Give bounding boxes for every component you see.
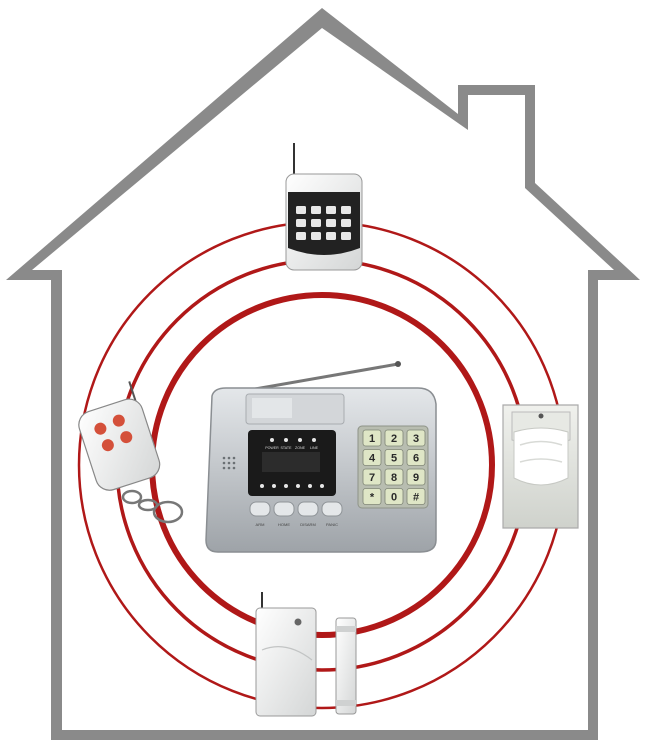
panel-key-label: 9 bbox=[413, 472, 419, 484]
panel-key-label: 4 bbox=[369, 453, 376, 465]
keypad-device-key bbox=[341, 232, 351, 240]
panel-key[interactable]: 4 bbox=[362, 449, 382, 466]
remote-button-4 bbox=[120, 431, 133, 444]
panel-key-label: # bbox=[413, 492, 419, 504]
panel-key-label: 0 bbox=[391, 492, 397, 504]
panel-key-label: 2 bbox=[391, 433, 397, 445]
panel-indicator-led bbox=[312, 438, 316, 442]
pir-lens bbox=[513, 427, 569, 486]
remote-button-2 bbox=[112, 414, 125, 427]
panel-indicator-label: LINE bbox=[310, 446, 319, 450]
panel-function-button-label: HOME bbox=[278, 522, 290, 527]
keypad-device-key bbox=[311, 232, 321, 240]
remote-antenna bbox=[128, 381, 137, 403]
door-sensor-magnet bbox=[335, 617, 357, 715]
panel-function-button-label: PANIC bbox=[326, 522, 338, 527]
panel-indicator-led bbox=[298, 438, 302, 442]
keypad-device-key bbox=[326, 206, 336, 214]
panel-key[interactable]: 3 bbox=[406, 429, 426, 447]
panel-key[interactable]: 9 bbox=[406, 468, 426, 486]
panel-key[interactable]: 6 bbox=[406, 449, 426, 466]
panel-status-led bbox=[308, 484, 312, 488]
house-outline-icon bbox=[6, 8, 640, 740]
keypad-key-grid bbox=[296, 206, 351, 240]
keypad-device-key bbox=[341, 219, 351, 227]
panel-key[interactable]: 2 bbox=[384, 429, 404, 447]
panel-key-label: 7 bbox=[369, 472, 375, 484]
panel-indicator-label: POWER bbox=[265, 446, 279, 450]
keypad-device-key bbox=[296, 232, 306, 240]
keypad-device-key bbox=[326, 219, 336, 227]
panel-key-label: 8 bbox=[391, 472, 397, 484]
door-sensor-led bbox=[294, 618, 302, 626]
panel-keypad bbox=[357, 425, 429, 509]
keypad-device-key bbox=[311, 219, 321, 227]
panel-function-button[interactable]: DISARM bbox=[297, 501, 319, 527]
pir-led bbox=[538, 413, 544, 419]
panel-function-button[interactable]: PANIC bbox=[321, 501, 343, 527]
panel-key[interactable]: # bbox=[406, 488, 426, 505]
panel-status-led bbox=[284, 484, 288, 488]
panel-status-led bbox=[320, 484, 324, 488]
panel-status-led bbox=[272, 484, 276, 488]
panel-key-label: * bbox=[370, 492, 375, 504]
panel-key[interactable]: 7 bbox=[362, 468, 382, 486]
panel-key[interactable]: 0 bbox=[384, 488, 404, 505]
panel-key[interactable]: 5 bbox=[384, 449, 404, 466]
motion-sensor bbox=[502, 404, 579, 529]
panel-key-label: 1 bbox=[369, 433, 375, 445]
panel-lcd-window bbox=[262, 452, 320, 472]
panel-function-button[interactable]: ARM bbox=[249, 501, 271, 527]
panel-indicator-label: ZONE bbox=[295, 446, 306, 450]
panel-status-led bbox=[296, 484, 300, 488]
panel-key-label: 5 bbox=[391, 453, 397, 465]
remote-button-1 bbox=[94, 422, 107, 435]
panel-key-label: 6 bbox=[413, 453, 419, 465]
panel-key[interactable]: 8 bbox=[384, 468, 404, 486]
panel-indicator-led bbox=[284, 438, 288, 442]
remote-keychain bbox=[121, 489, 184, 524]
keypad-device-key bbox=[296, 206, 306, 214]
keypad-device-key bbox=[311, 206, 321, 214]
panel-key[interactable]: * bbox=[362, 488, 382, 505]
panel-speaker-grill bbox=[222, 456, 236, 470]
panel-indicator-leds bbox=[260, 438, 324, 488]
door-sensor-main-unit bbox=[255, 607, 317, 717]
panel-function-button-label: DISARM bbox=[300, 522, 316, 527]
panel-indicator-led bbox=[270, 438, 274, 442]
remote-button-3 bbox=[101, 439, 114, 452]
door-contact-sensor bbox=[255, 592, 357, 717]
keypad-device-key bbox=[326, 232, 336, 240]
key-fob-remote bbox=[78, 381, 161, 491]
panel-status-led bbox=[260, 484, 264, 488]
keypad-device-key bbox=[296, 219, 306, 227]
panel-function-button[interactable]: HOME bbox=[273, 501, 295, 527]
panel-key-label: 3 bbox=[413, 433, 419, 445]
panel-indicator-label: STATE bbox=[280, 446, 292, 450]
keypad-device-key bbox=[341, 206, 351, 214]
panel-key[interactable]: 1 bbox=[362, 429, 382, 447]
panel-function-button-label: ARM bbox=[256, 522, 265, 527]
remote-body bbox=[78, 398, 161, 491]
wireless-keypad-device bbox=[285, 143, 363, 271]
